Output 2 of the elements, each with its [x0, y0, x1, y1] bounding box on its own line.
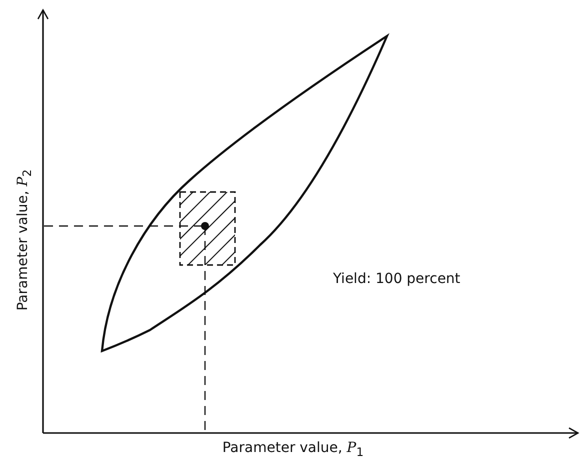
axis-title: Parameter value, P$_{1}$ [222, 439, 364, 461]
yield-note: Yield: 100 percent [333, 270, 460, 288]
